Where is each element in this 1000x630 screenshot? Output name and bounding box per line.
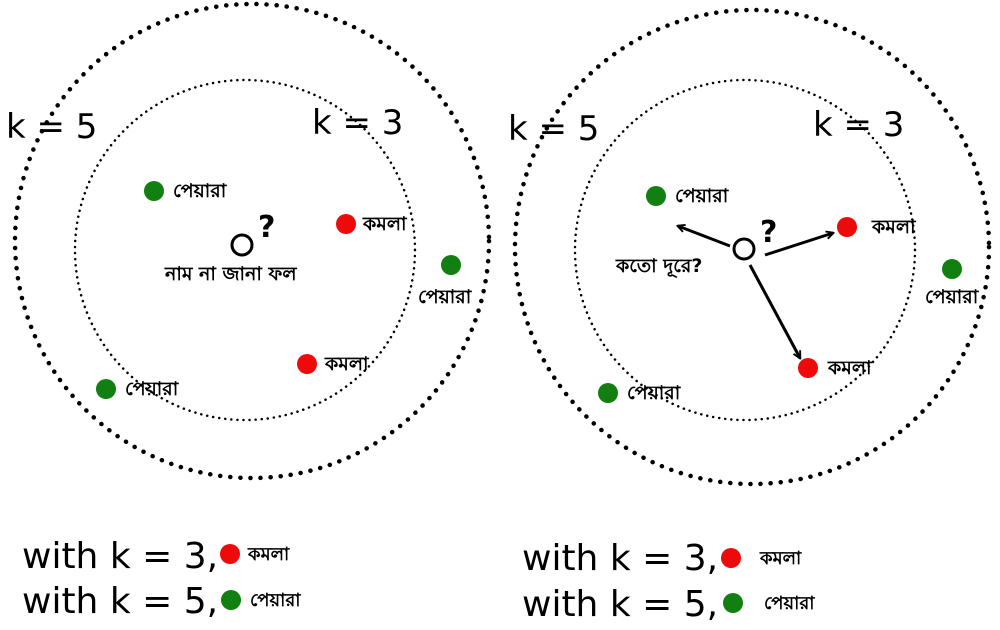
right-point-guava-1 bbox=[646, 186, 666, 206]
left-result-k5-dot bbox=[221, 590, 241, 610]
right-point-guava-2-label: পেয়ারা bbox=[925, 286, 980, 308]
right-arrow-to-orange-2 bbox=[748, 264, 800, 358]
right-k5-label: k = 5 bbox=[508, 109, 599, 149]
left-result-k3-label: কমলা bbox=[247, 544, 290, 565]
left-inner-circle-k3 bbox=[73, 78, 417, 422]
left-outer-circle-k5 bbox=[12, 1, 492, 481]
right-query-point bbox=[732, 237, 756, 261]
right-arrow-to-guava bbox=[678, 226, 731, 248]
left-k3-label: k = 3 bbox=[312, 103, 403, 143]
right-point-orange-2 bbox=[798, 358, 818, 378]
right-result-k5-label: পেয়ারা bbox=[764, 593, 815, 614]
left-point-guava-1-label: পেয়ারা bbox=[173, 180, 228, 202]
left-result-k3-dot bbox=[220, 544, 240, 564]
left-point-guava-2 bbox=[441, 255, 461, 275]
left-point-orange-2-label: কমলা bbox=[324, 353, 370, 375]
left-point-guava-2-label: পেয়ারা bbox=[418, 286, 473, 308]
right-point-guava-2 bbox=[942, 259, 962, 279]
left-point-orange-1 bbox=[336, 214, 356, 234]
right-point-orange-1-label: কমলা bbox=[871, 216, 917, 238]
right-point-guava-1-label: পেয়ারা bbox=[675, 185, 730, 207]
left-point-orange-1-label: কমলা bbox=[362, 213, 408, 235]
left-result-k5-text: with k = 5, bbox=[22, 581, 218, 622]
left-point-orange-2 bbox=[297, 354, 317, 374]
left-point-guava-1 bbox=[144, 181, 164, 201]
right-panel: k = 5 k = 3 ? কতো দূরে? পেয়ারা কমলা পেয… bbox=[508, 7, 992, 625]
right-result-k3-text: with k = 3, bbox=[522, 538, 718, 579]
right-point-orange-1 bbox=[837, 217, 857, 237]
left-query-point bbox=[230, 233, 254, 257]
left-point-guava-3-label: পেয়ারা bbox=[125, 378, 180, 400]
left-point-guava-3 bbox=[96, 379, 116, 399]
right-result-k3-label: কমলা bbox=[759, 548, 802, 569]
right-result-k5-text: with k = 5, bbox=[522, 584, 718, 625]
right-k3-label: k = 3 bbox=[813, 105, 904, 145]
right-result-k5-dot bbox=[723, 593, 743, 613]
right-inner-circle-k3 bbox=[573, 78, 917, 422]
left-panel: k = 5 k = 3 ? নাম না জানা ফল পেয়ারা কমল… bbox=[6, 1, 492, 622]
left-result-k3-text: with k = 3, bbox=[22, 536, 218, 577]
right-arrow-to-orange-1 bbox=[764, 233, 833, 257]
left-query-caption: নাম না জানা ফল bbox=[164, 263, 297, 285]
left-result-k5-label: পেয়ারা bbox=[250, 590, 301, 611]
right-result-k3-dot bbox=[721, 548, 741, 568]
right-outer-circle-k5 bbox=[512, 7, 992, 487]
right-query-mark: ? bbox=[760, 215, 777, 250]
right-point-guava-3 bbox=[598, 383, 618, 403]
right-distance-caption: কতো দূরে? bbox=[615, 255, 702, 278]
left-query-mark: ? bbox=[258, 210, 275, 245]
left-k5-label: k = 5 bbox=[6, 107, 97, 147]
right-point-guava-3-label: পেয়ারা bbox=[627, 382, 682, 404]
right-point-orange-2-label: কমলা bbox=[827, 357, 873, 379]
